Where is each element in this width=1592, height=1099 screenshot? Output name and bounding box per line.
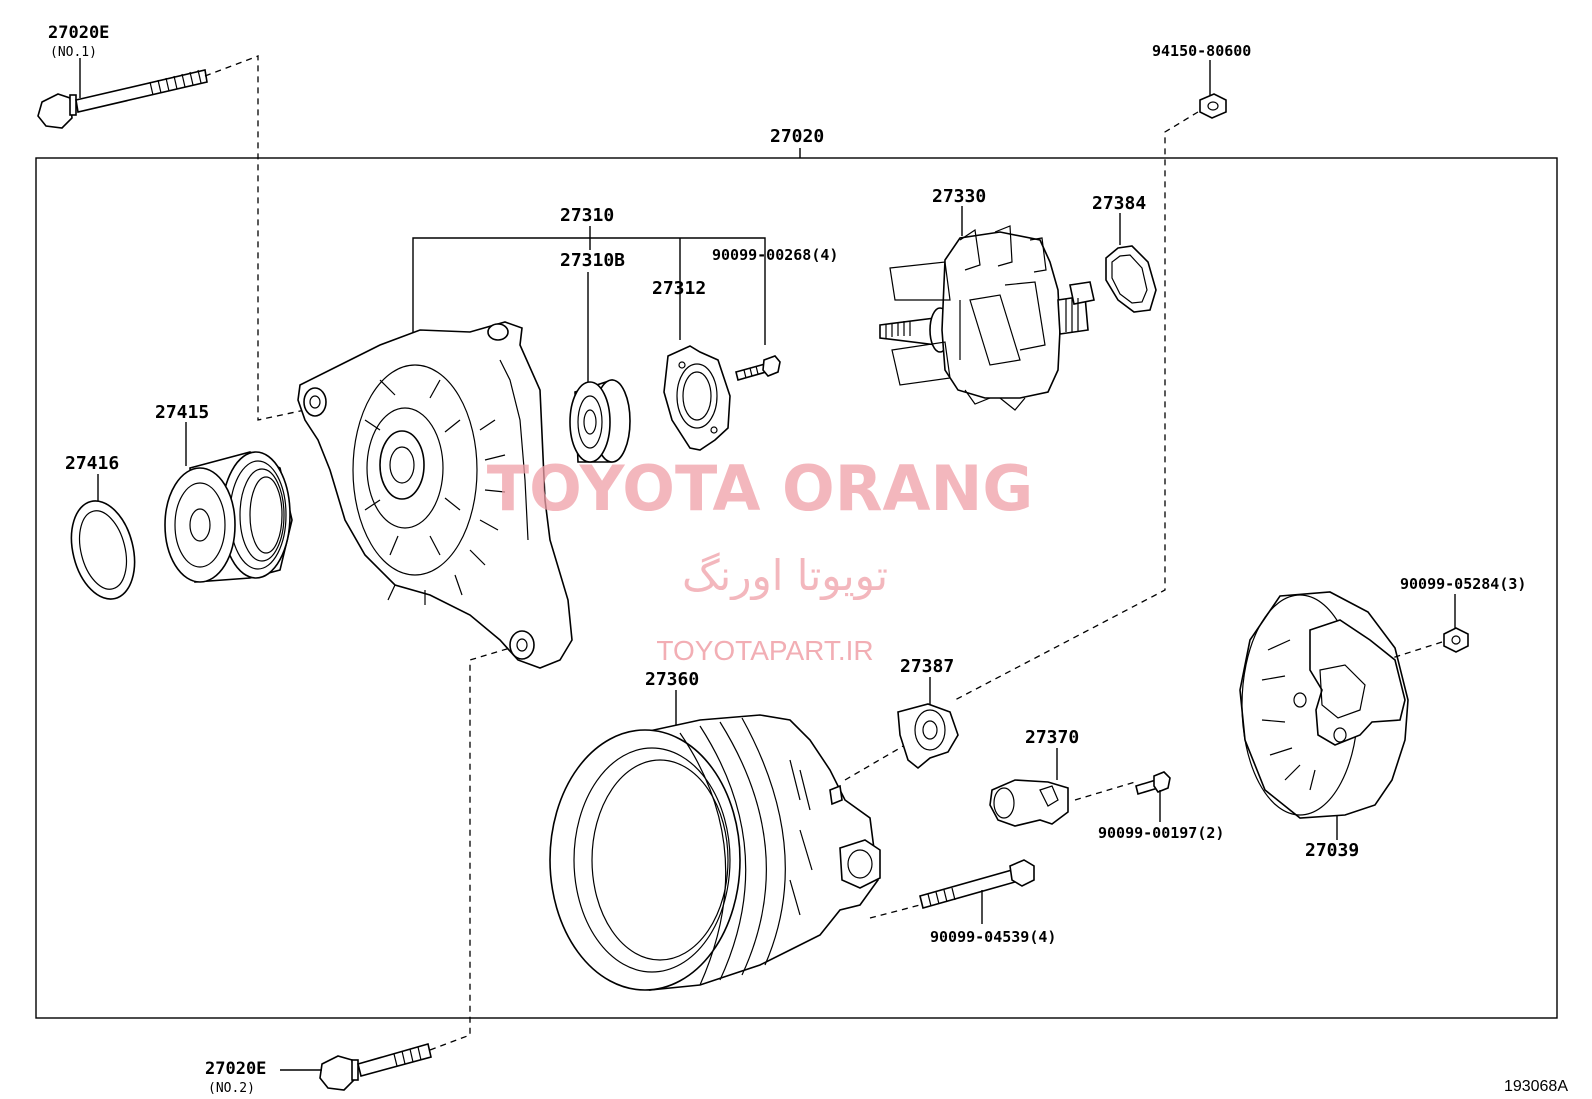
rotor-cover[interactable] — [1105, 245, 1157, 313]
through-bolt-label: 90099-04539(4) — [930, 928, 1056, 946]
bearing-retainer[interactable] — [663, 345, 731, 451]
rear-cover-label: 27039 — [1305, 840, 1359, 861]
bolt-no1-part-label: 27020E — [48, 23, 109, 43]
bolt-no1-note-label: (NO.1) — [50, 45, 97, 60]
bolt-no2-leader — [429, 644, 521, 1051]
pulley-label: 27415 — [155, 402, 209, 423]
rotor[interactable] — [879, 225, 1095, 411]
bolt-no2-part-label: 27020E — [205, 1059, 266, 1079]
bolt-no1-leader — [204, 55, 306, 421]
insulator-label: 27387 — [900, 656, 954, 677]
insulator[interactable] — [897, 703, 959, 770]
bearing[interactable] — [569, 379, 631, 463]
bolt-no1[interactable] — [37, 69, 208, 129]
stator-frame[interactable] — [549, 714, 881, 991]
nut-top-leader — [954, 111, 1199, 701]
frame-group-bracket — [412, 237, 766, 352]
stator-frame-label: 27360 — [645, 669, 699, 690]
screw-retainer-label: 90099-00268(4) — [712, 246, 838, 264]
brush-holder[interactable] — [989, 779, 1069, 827]
assembly-label: 27020 — [770, 126, 824, 147]
bolt-no2[interactable] — [319, 1042, 432, 1091]
pulley-cap[interactable] — [62, 494, 144, 606]
rotor-cover-label: 27384 — [1092, 193, 1146, 214]
watermark-subtitle: تویوتا اورنگ — [682, 551, 888, 600]
pulley[interactable] — [164, 451, 293, 583]
frame-b-label: 27310B — [560, 250, 625, 271]
through-bolt[interactable] — [919, 859, 1035, 909]
diagram-code: 193068A — [1504, 1078, 1568, 1095]
bolt-no2-note-label: (NO.2) — [208, 1081, 255, 1096]
screw-brush[interactable] — [1135, 771, 1171, 796]
rotor-label: 27330 — [932, 186, 986, 207]
retainer-label: 27312 — [652, 278, 706, 299]
assembly-frame — [35, 157, 1558, 1019]
nut-top-label: 94150-80600 — [1152, 42, 1251, 60]
nut-cover-label: 90099-05284(3) — [1400, 575, 1526, 593]
watermark-url: TOYOTAPART.IR — [656, 635, 873, 666]
brush-holder-label: 27370 — [1025, 727, 1079, 748]
frame-a-label: 27310 — [560, 205, 614, 226]
drive-end-frame[interactable] — [297, 321, 573, 669]
pulley-cap-label: 27416 — [65, 453, 119, 474]
nut-cover[interactable] — [1443, 627, 1469, 653]
screw-brush-label: 90099-00197(2) — [1098, 824, 1224, 842]
nut-top[interactable] — [1199, 93, 1227, 119]
screw-retainer[interactable] — [735, 355, 781, 381]
rear-cover[interactable] — [1239, 591, 1409, 819]
watermark-title: TOYOTA ORANG — [487, 452, 1033, 525]
